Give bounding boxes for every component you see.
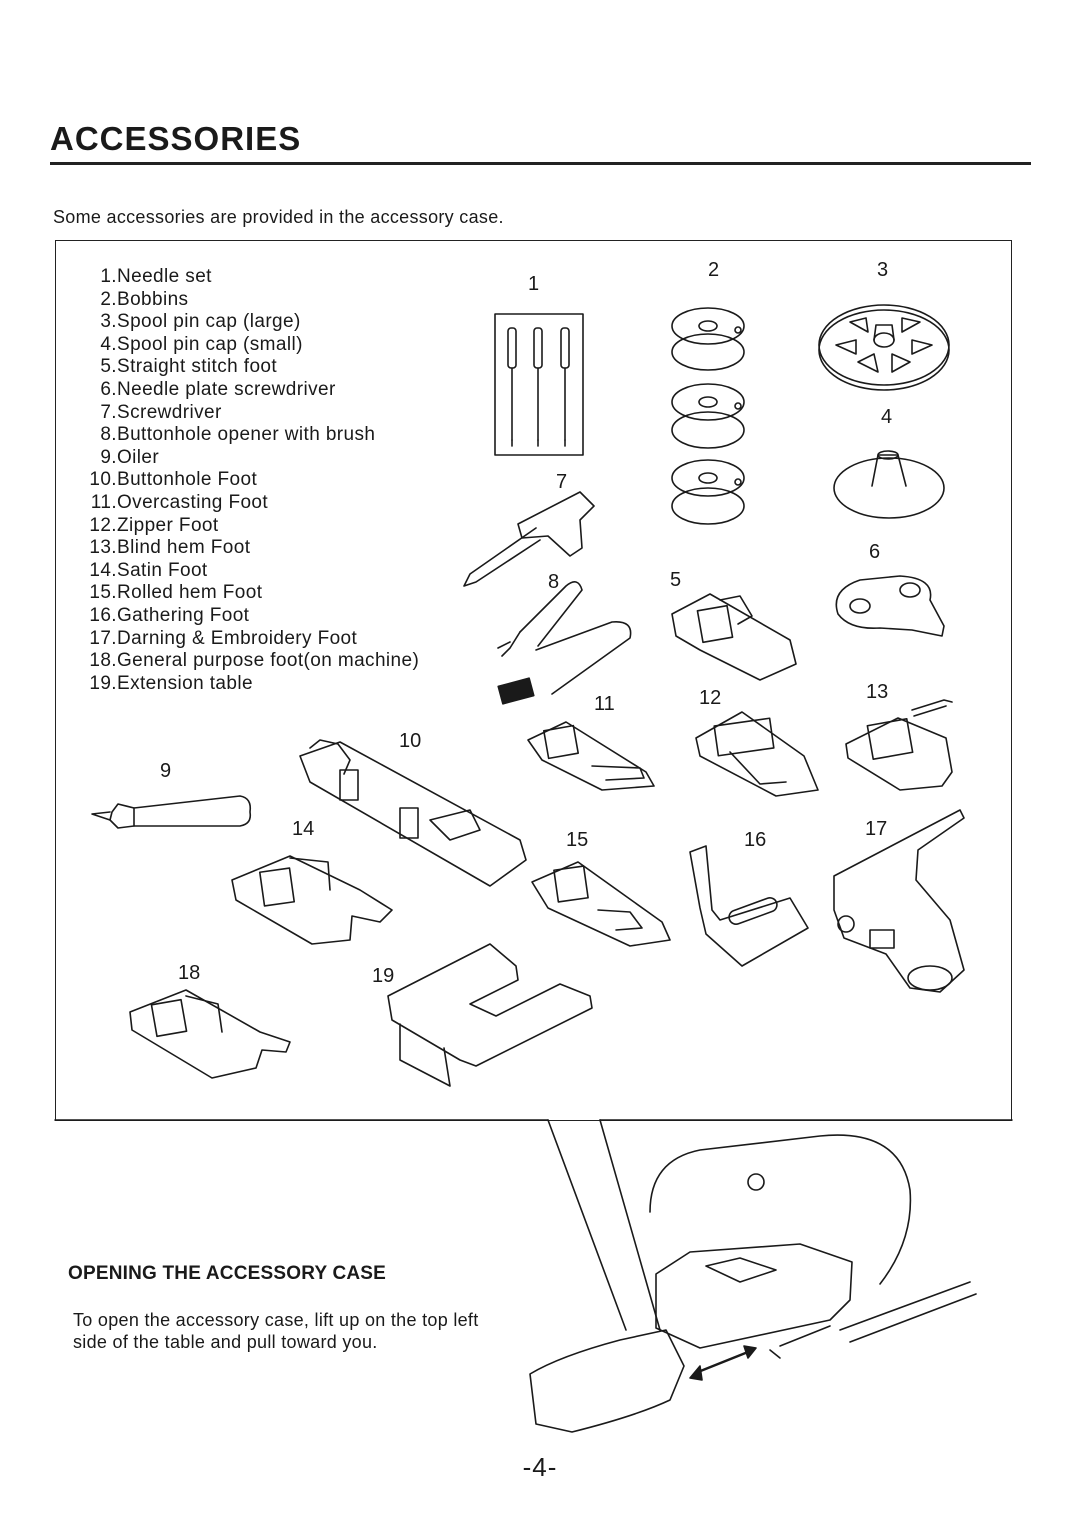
gathering-foot-illustration	[689, 845, 809, 967]
accessory-case-illustration	[54, 1119, 1013, 1433]
screwdriver-illustration	[463, 491, 595, 587]
figure-label-14: 14	[292, 818, 314, 840]
accessories-list: 1.Needle set 2.Bobbins 3.Spool pin cap (…	[88, 266, 419, 695]
oiler-illustration	[91, 795, 252, 829]
spool-cap-small-illustration	[833, 450, 945, 519]
spool-cap-large-illustration	[818, 304, 950, 391]
list-item: 7.Screwdriver	[100, 401, 222, 423]
list-item: 19.Extension table	[89, 672, 253, 694]
list-item: 4.Spool pin cap (small)	[100, 333, 303, 355]
figure-label-19: 19	[372, 965, 394, 987]
page-number: -4-	[522, 1452, 558, 1482]
list-item: 10.Buttonhole Foot	[89, 469, 258, 491]
needle-plate-screwdriver-illustration	[835, 575, 945, 637]
list-item: 9.Oiler	[100, 446, 160, 468]
figure-label-15: 15	[566, 829, 588, 851]
figure-label-3: 3	[877, 259, 888, 281]
list-item: 8.Buttonhole opener with brush	[100, 424, 376, 446]
figure-label-6: 6	[869, 541, 880, 563]
figure-label-10: 10	[399, 730, 421, 752]
list-item: 5.Straight stitch foot	[100, 356, 278, 378]
figure-label-17: 17	[865, 818, 887, 840]
extension-table-illustration	[387, 943, 593, 1087]
section-text: To open the accessory case, lift up on t…	[73, 1310, 479, 1352]
figure-label-12: 12	[699, 687, 721, 709]
list-item: 3.Spool pin cap (large)	[100, 311, 301, 333]
figure-label-18: 18	[178, 962, 200, 984]
list-item: 15.Rolled hem Foot	[89, 582, 263, 604]
page-title: ACCESSORIES	[50, 120, 302, 157]
figure-label-13: 13	[866, 681, 888, 703]
darning-foot-illustration	[833, 809, 965, 993]
blind-hem-foot-illustration	[845, 699, 953, 791]
list-item: 6.Needle plate screwdriver	[100, 378, 336, 400]
buttonhole-opener-illustration	[497, 581, 632, 705]
figure-label-11: 11	[594, 693, 615, 715]
list-item: 2.Bobbins	[100, 288, 189, 310]
list-item: 18.General purpose foot(on machine)	[89, 650, 420, 672]
list-item: 16.Gathering Foot	[89, 604, 250, 626]
rolled-hem-foot-illustration	[531, 861, 671, 947]
figure-label-16: 16	[744, 829, 766, 851]
overcasting-foot-illustration	[527, 721, 655, 791]
title-rule	[50, 162, 1031, 165]
list-item: 12.Zipper Foot	[89, 514, 219, 536]
list-item: 17.Darning & Embroidery Foot	[89, 627, 358, 649]
figure-label-9: 9	[160, 760, 171, 782]
figure-label-4: 4	[881, 406, 892, 428]
bobbins-illustration	[671, 307, 745, 525]
satin-foot-illustration	[231, 855, 393, 945]
list-item: 1.Needle set	[100, 266, 212, 287]
figure-label-1: 1	[528, 273, 539, 295]
needle-set-illustration	[494, 313, 584, 456]
figure-label-7: 7	[556, 471, 567, 493]
zipper-foot-illustration	[695, 711, 819, 797]
figure-label-8: 8	[548, 571, 559, 593]
figure-label-2: 2	[708, 259, 719, 281]
section-title: OPENING THE ACCESSORY CASE	[68, 1263, 387, 1284]
general-purpose-foot-illustration	[129, 989, 291, 1079]
intro-text: Some accessories are provided in the acc…	[53, 207, 504, 227]
list-item: 11.Overcasting Foot	[90, 491, 269, 513]
list-item: 13.Blind hem Foot	[89, 537, 251, 559]
straight-stitch-foot-illustration	[671, 593, 797, 681]
buttonhole-foot-illustration	[299, 739, 527, 887]
figure-label-5: 5	[670, 569, 681, 591]
list-item: 14.Satin Foot	[89, 559, 208, 581]
